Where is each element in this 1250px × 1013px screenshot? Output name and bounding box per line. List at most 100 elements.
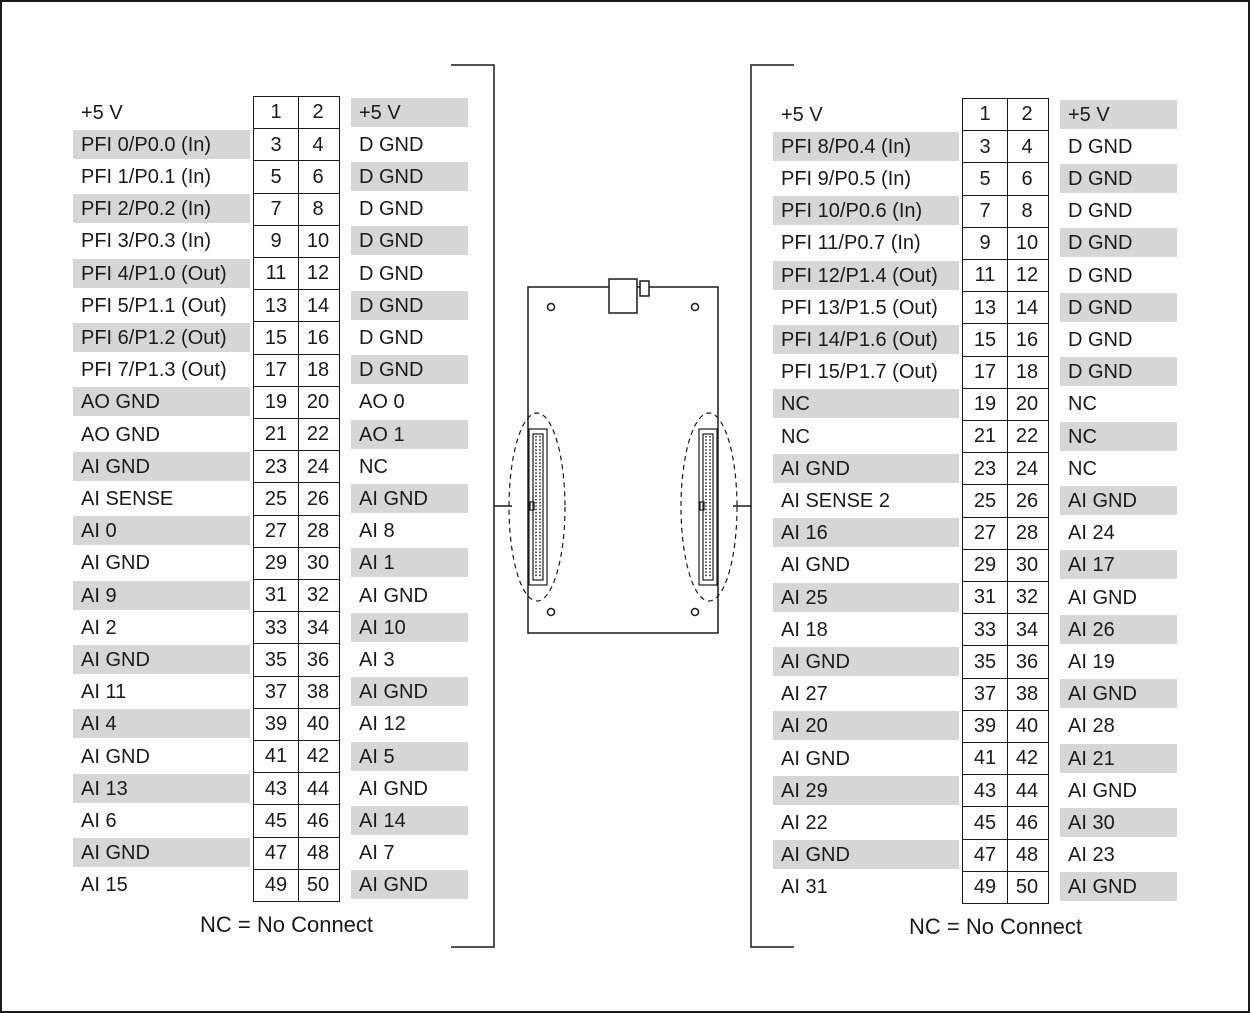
pin-number: 42	[306, 745, 330, 768]
device-board	[527, 278, 719, 634]
signal-label-left: AI SENSE 2	[781, 489, 890, 512]
pin-divider	[1007, 646, 1008, 679]
pin-divider	[298, 451, 299, 483]
pin-number: 1	[979, 103, 991, 126]
pin-number: 37	[973, 682, 997, 705]
pin-number: 11	[974, 264, 996, 287]
pin-number: 14	[1015, 296, 1039, 319]
pin-number: 36	[1015, 650, 1039, 673]
signal-label-right: D GND	[351, 226, 468, 256]
pin-number: 24	[1015, 457, 1039, 480]
signal-label-right: AI 19	[1068, 650, 1115, 673]
pin-number: 29	[264, 552, 288, 575]
pin-number: 38	[306, 680, 330, 703]
pin-divider	[298, 708, 299, 741]
pin-divider	[1007, 678, 1008, 711]
pin-number: 38	[1015, 682, 1039, 705]
pin-number: 29	[973, 554, 997, 577]
pin-number: 15	[973, 328, 997, 351]
signal-label-left: AI 22	[781, 811, 828, 834]
pin-number: 22	[1015, 425, 1039, 448]
signal-label-right: D GND	[1060, 228, 1177, 258]
pin-divider	[1007, 453, 1008, 485]
pin-divider	[1007, 582, 1008, 614]
pin-divider	[298, 386, 299, 419]
pin-divider	[298, 773, 299, 805]
pin-number: 21	[973, 425, 997, 448]
signal-label-left: AI SENSE	[81, 487, 174, 510]
pin-number: 47	[973, 843, 997, 866]
pin-number: 10	[306, 230, 330, 253]
pin-divider	[298, 483, 299, 516]
pin-number: 23	[264, 455, 288, 478]
pin-number: 46	[306, 809, 330, 832]
signal-label-right: NC	[359, 455, 388, 478]
signal-label-right: D GND	[351, 290, 468, 320]
signal-label-right: D GND	[1060, 357, 1177, 387]
signal-label-right: AI GND	[359, 777, 428, 800]
signal-label-right: AO 1	[351, 419, 468, 449]
signal-label-right: NC	[1068, 457, 1097, 480]
signal-label-left: PFI 1/P0.1 (In)	[81, 165, 212, 188]
signal-label-left: AI 18	[781, 618, 828, 641]
board-jack	[608, 278, 638, 314]
pin-number: 27	[973, 521, 997, 544]
pin-divider	[1007, 388, 1008, 421]
pin-divider	[1007, 292, 1008, 324]
signal-label-left: AI 9	[73, 580, 250, 610]
pin-number: 49	[973, 876, 997, 899]
pin-number: 44	[1015, 779, 1039, 802]
pin-number: 45	[973, 811, 997, 834]
pin-number: 25	[973, 489, 997, 512]
board-connector-left	[508, 412, 566, 602]
pin-number: 17	[264, 358, 288, 381]
pin-divider	[1007, 549, 1008, 582]
signal-label-right: +5 V	[1060, 99, 1177, 129]
bracket-left	[451, 64, 512, 948]
signal-label-right: D GND	[351, 355, 468, 385]
signal-label-left: NC	[773, 389, 959, 419]
signal-label-right: AI 28	[1068, 715, 1115, 738]
pin-number: 41	[264, 745, 288, 768]
pin-pair: 21 22	[962, 420, 1049, 454]
pin-divider	[298, 419, 299, 451]
signal-label-right: D GND	[359, 198, 424, 221]
signal-label-left: NC	[781, 425, 810, 448]
signal-label-left: AO GND	[73, 387, 250, 417]
signal-label-right: AI GND	[1068, 586, 1137, 609]
pin-divider	[1007, 743, 1008, 775]
pin-number: 35	[264, 648, 288, 671]
pin-number: 18	[1015, 360, 1039, 383]
signal-label-right: AI GND	[1060, 872, 1177, 902]
pin-number: 6	[1021, 167, 1033, 190]
signal-label-left: PFI 13/P1.5 (Out)	[781, 296, 938, 319]
pin-pair: 45 46	[253, 804, 340, 839]
signal-label-left: AI 0	[73, 516, 250, 546]
pin-number: 13	[264, 294, 288, 317]
pin-number: 6	[312, 165, 324, 188]
signal-label-left: PFI 14/P1.6 (Out)	[773, 324, 959, 354]
signal-label-right: AI 5	[351, 741, 468, 771]
signal-label-left: +5 V	[781, 103, 823, 126]
pin-number: 11	[265, 262, 287, 285]
pin-number: 16	[1015, 328, 1039, 351]
signal-label-left: PFI 5/P1.1 (Out)	[81, 294, 227, 317]
pin-number: 45	[264, 809, 288, 832]
pin-number: 20	[306, 391, 330, 414]
signal-label-left: AI GND	[73, 838, 250, 868]
pin-divider	[298, 225, 299, 258]
